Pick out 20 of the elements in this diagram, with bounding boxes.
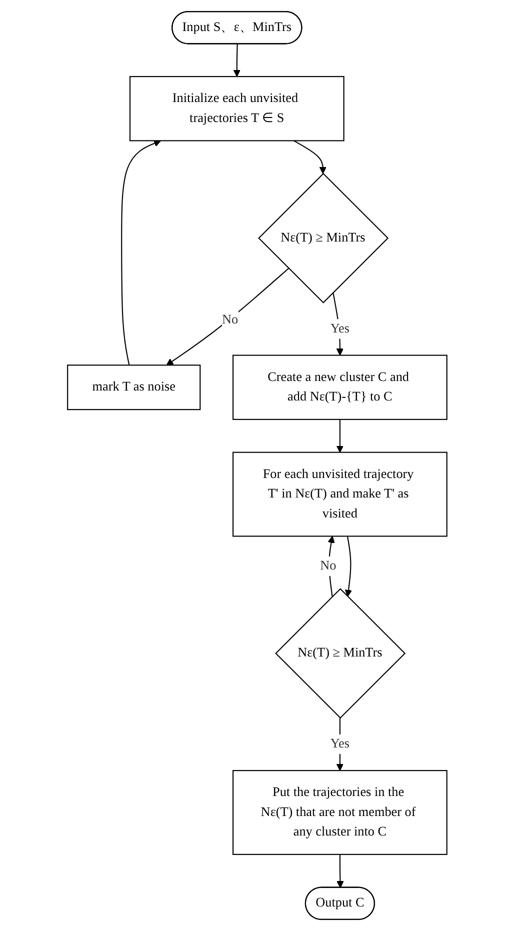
node-box: For each unvisited trajectory T' in Nε(T) and make T' as visited [232, 452, 448, 537]
arrow [327, 536, 335, 597]
edge-label: Yes [330, 322, 350, 336]
node-diamond: Nε(T) ≥ MinTrs [258, 172, 388, 304]
arrow [120, 140, 161, 366]
edge-label: No [320, 558, 336, 573]
node-box: Create a new cluster C and add Nε(T)-{T} to C [232, 354, 448, 420]
arrow [344, 536, 352, 597]
arrow [336, 419, 344, 453]
arrow [293, 140, 326, 174]
edge-label: No [222, 312, 238, 327]
node-box: mark T as noise [66, 364, 200, 410]
node-box: Put the trajectories in the Nε(T) that are not member of any cluster into C [232, 770, 448, 855]
arrow [336, 854, 344, 888]
arrow [166, 268, 289, 366]
node-box: Initialize each unvisited trajectories T ∈ S [129, 76, 344, 142]
arrow [233, 44, 240, 77]
edge-label: Yes [330, 736, 350, 751]
node-diamond: Nε(T) ≥ MinTrs [274, 588, 406, 719]
arrow [332, 292, 344, 356]
